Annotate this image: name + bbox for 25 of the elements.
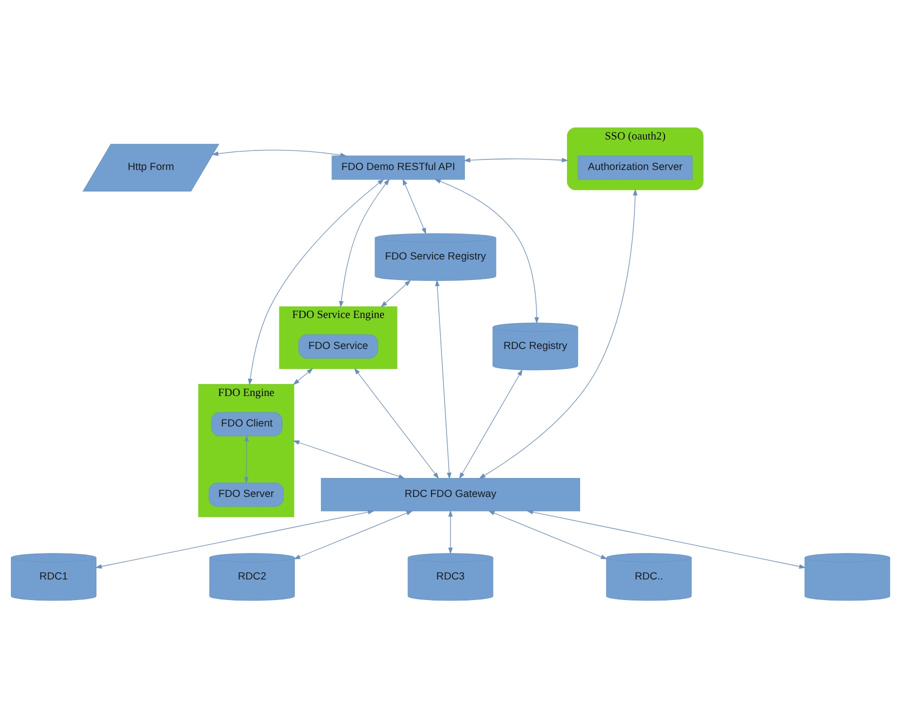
arrow (402, 178, 426, 234)
arrow (464, 157, 568, 162)
arrow (448, 510, 453, 554)
arrow (434, 178, 539, 324)
arrow (435, 279, 452, 479)
arrow (248, 178, 384, 385)
node-box: FDO Server (208, 482, 284, 506)
arrow (292, 368, 314, 384)
node-box: FDO Demo RESTful API (332, 155, 465, 180)
arrow (488, 510, 608, 559)
arrow (292, 440, 406, 478)
node-box: FDO Client (211, 412, 282, 436)
node-box: FDO Service (298, 334, 378, 358)
node-box: Authorization Server (578, 155, 693, 180)
arrow (478, 188, 638, 478)
arrow (95, 509, 374, 568)
arrow (294, 510, 413, 559)
arrow (212, 149, 347, 157)
arrow (380, 279, 411, 307)
arrow (459, 368, 523, 479)
arrow (244, 434, 249, 484)
arrow (354, 367, 439, 478)
node-box: RDC FDO Gateway (320, 478, 580, 511)
arrow (339, 178, 390, 308)
arrow (526, 509, 806, 568)
